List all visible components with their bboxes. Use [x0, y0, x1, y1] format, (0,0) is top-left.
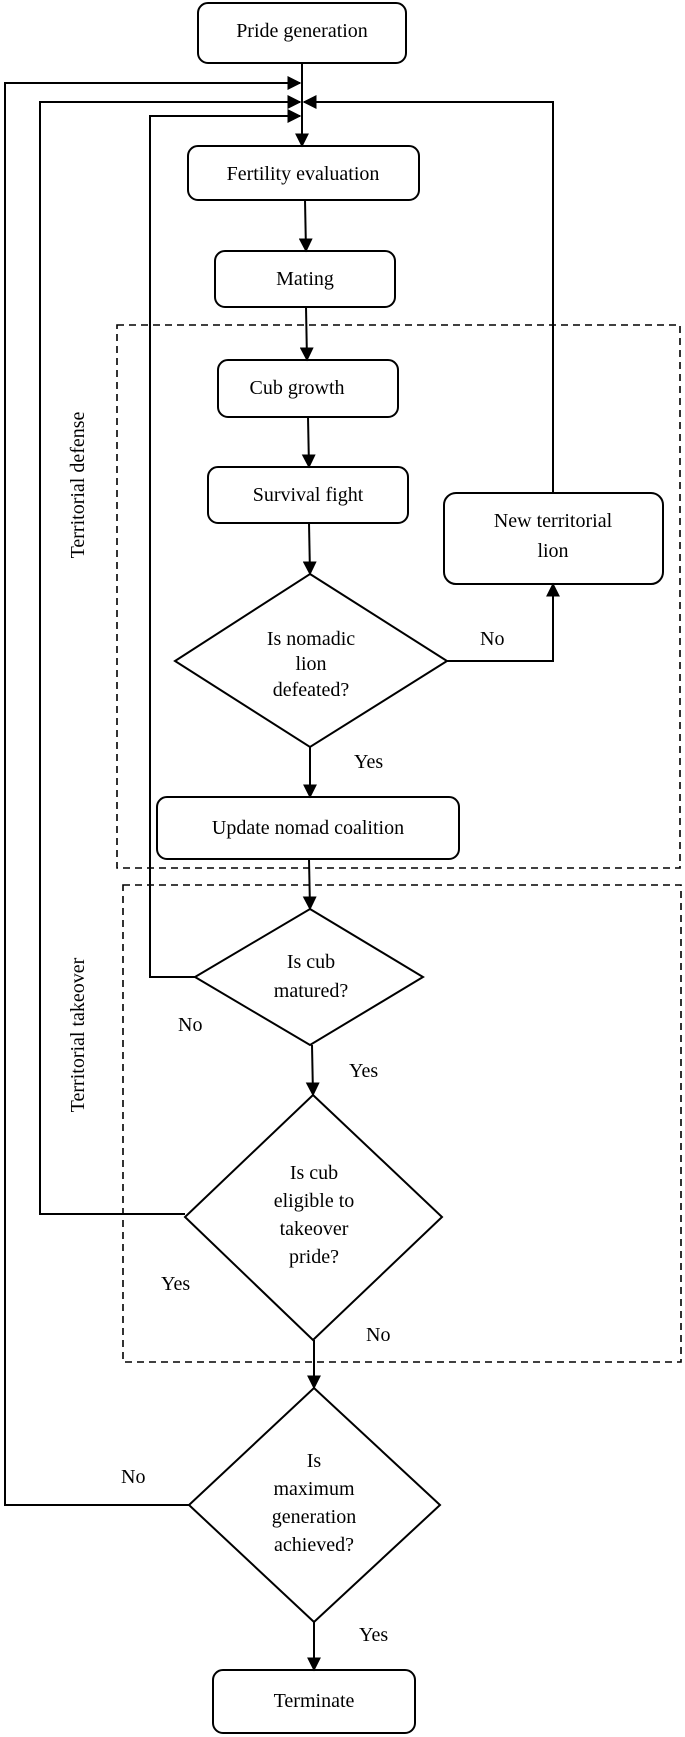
eligible-no-label: No [366, 1324, 390, 1346]
fertility-evaluation-box: Fertility evaluation [187, 145, 420, 201]
arrow-new-lion-back-to-top [302, 95, 554, 493]
nomadic-label-line3: defeated? [273, 679, 350, 701]
terminate-label: Terminate [274, 1690, 355, 1712]
terminate-box: Terminate [212, 1669, 416, 1734]
is-max-generation-diamond: Is maximum generation achieved? [187, 1386, 442, 1624]
arrow-max-no-loop [4, 76, 302, 1506]
arrow-update-to-matured [302, 858, 317, 911]
nomadic-no-label: No [480, 628, 504, 650]
nomadic-label-line2: lion [295, 653, 326, 675]
nomadic-label-line1: Is nomadic [267, 628, 355, 650]
arrow-eligible-yes-loop [39, 95, 302, 1215]
matured-no-label: No [178, 1014, 202, 1036]
new-territorial-lion-label-line2: lion [537, 540, 568, 562]
new-territorial-lion-box: New territorial lion [443, 492, 664, 585]
arrow-cub-growth-to-survival [301, 416, 316, 469]
survival-fight-box: Survival fight [207, 466, 409, 524]
eligible-label-line3: takeover [280, 1218, 349, 1240]
nomadic-yes-label: Yes [354, 751, 383, 773]
territorial-defense-region [116, 324, 681, 869]
territorial-takeover-label: Territorial takeover [67, 957, 89, 1112]
pride-generation-label: Pride generation [236, 20, 368, 42]
mating-label: Mating [276, 268, 334, 290]
is-cub-matured-diamond: Is cub matured? [193, 907, 425, 1047]
matured-label-line2: matured? [274, 980, 349, 1002]
eligible-yes-label: Yes [161, 1273, 190, 1295]
territorial-takeover-region [122, 884, 682, 1363]
fertility-evaluation-label: Fertility evaluation [227, 163, 380, 185]
arrow-matured-to-eligible [305, 1044, 320, 1097]
survival-fight-label: Survival fight [253, 484, 364, 506]
pride-generation-box: Pride generation [197, 2, 407, 64]
max-label-line1: Is [307, 1450, 322, 1472]
max-label-line2: maximum [273, 1478, 355, 1500]
matured-label-line1: Is cub [287, 951, 335, 973]
is-cub-eligible-diamond: Is cub eligible to takeover pride? [183, 1093, 444, 1342]
is-nomadic-lion-defeated-diamond: Is nomadic lion defeated? [173, 572, 449, 749]
eligible-label-line4: pride? [289, 1246, 339, 1268]
max-yes-label: Yes [359, 1624, 388, 1646]
arrow-mating-to-cub-growth [299, 306, 314, 362]
arrow-matured-no-loop [149, 109, 302, 978]
arrow-fertility-to-mating [298, 199, 313, 253]
matured-yes-label: Yes [349, 1060, 378, 1082]
eligible-label-line1: Is cub [290, 1162, 338, 1184]
territorial-defense-label: Territorial defense [67, 411, 89, 558]
cub-growth-label: Cub growth [250, 377, 345, 399]
mating-box: Mating [214, 250, 396, 308]
new-territorial-lion-label-line1: New territorial [494, 510, 613, 532]
arrow-nomadic-no-to-new-lion [447, 582, 560, 662]
eligible-label-line2: eligible to [274, 1190, 355, 1212]
update-nomad-coalition-label: Update nomad coalition [212, 817, 404, 839]
cub-growth-box: Cub growth [217, 359, 399, 418]
max-label-line4: achieved? [274, 1534, 354, 1556]
update-nomad-coalition-box: Update nomad coalition [156, 796, 460, 860]
max-label-line3: generation [272, 1506, 356, 1528]
arrow-survival-to-nomadic [302, 522, 317, 576]
max-no-label: No [121, 1466, 145, 1488]
